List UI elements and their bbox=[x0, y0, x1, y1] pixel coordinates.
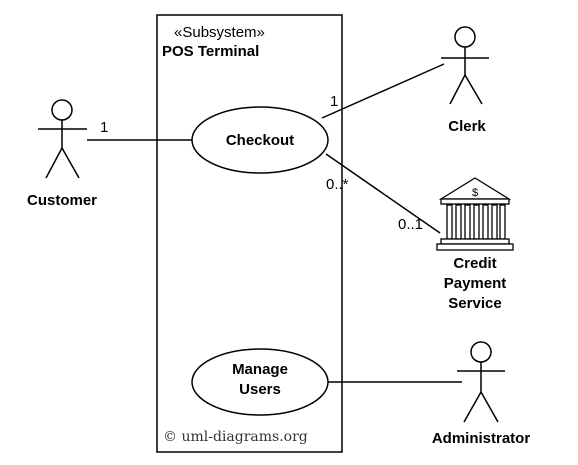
multiplicity-clerk-end: 1 bbox=[330, 93, 338, 110]
bank-dollar-sign: $ bbox=[472, 187, 478, 199]
actor-clerk-label: Clerk bbox=[448, 118, 486, 135]
actor-customer-label: Customer bbox=[27, 192, 97, 209]
actor-credit-label-line3: Service bbox=[448, 295, 501, 312]
subsystem-stereotype: «Subsystem» bbox=[174, 24, 265, 41]
actor-customer-icon[interactable] bbox=[38, 99, 87, 179]
use-case-manage-users-label-line1: Manage bbox=[232, 361, 288, 378]
use-case-manage-users[interactable] bbox=[191, 348, 329, 416]
subsystem-boundary bbox=[156, 14, 343, 453]
actor-administrator-icon[interactable] bbox=[457, 341, 505, 423]
multiplicity-checkout-credit: 0..* bbox=[326, 176, 349, 193]
actor-credit-label-line1: Credit bbox=[453, 255, 496, 272]
subsystem-name: POS Terminal bbox=[162, 43, 259, 60]
association-checkout-credit bbox=[325, 153, 441, 234]
bank-icon[interactable] bbox=[436, 177, 514, 251]
watermark: © uml-diagrams.org bbox=[163, 429, 308, 445]
actor-administrator-label: Administrator bbox=[432, 430, 531, 447]
multiplicity-credit-end: 0..1 bbox=[398, 216, 423, 233]
use-case-checkout[interactable] bbox=[191, 106, 329, 174]
multiplicity-customer-end: 1 bbox=[100, 119, 108, 136]
use-case-manage-users-label-line2: Users bbox=[239, 381, 281, 398]
association-checkout-clerk bbox=[321, 63, 445, 119]
actor-clerk-icon[interactable] bbox=[441, 26, 489, 105]
use-case-checkout-label: Checkout bbox=[226, 132, 294, 149]
actor-credit-label-line2: Payment bbox=[444, 275, 507, 292]
